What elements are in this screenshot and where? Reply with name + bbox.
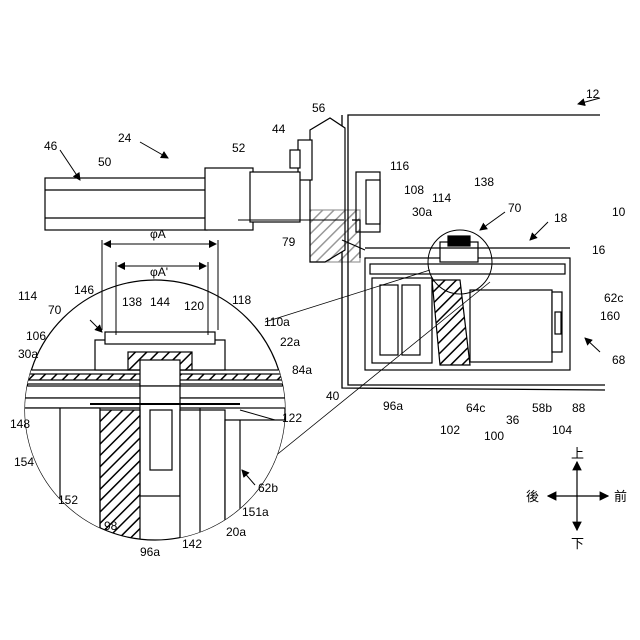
label-30a-detail: 30a — [18, 347, 38, 361]
label-18: 18 — [554, 211, 568, 225]
label-70-detail: 70 — [48, 303, 62, 317]
label-phiA: φA — [150, 227, 166, 241]
label-64c: 64c — [466, 401, 485, 415]
label-58b: 58b — [532, 401, 552, 415]
label-110a: 110a — [264, 315, 290, 329]
label-40: 40 — [326, 389, 340, 403]
label-96a-right: 96a — [383, 399, 403, 413]
label-98: 98 — [104, 519, 118, 533]
direction-indicator — [548, 462, 608, 530]
label-68: 68 — [612, 353, 626, 367]
label-84a: 84a — [292, 363, 312, 377]
label-56: 56 — [312, 101, 326, 115]
label-62b: 62b — [258, 481, 278, 495]
direction-down: 下 — [571, 537, 584, 552]
label-152: 152 — [58, 493, 78, 507]
label-138-detail: 138 — [122, 295, 142, 309]
label-120: 120 — [184, 299, 204, 313]
label-46: 46 — [44, 139, 58, 153]
label-118: 118 — [232, 293, 251, 307]
label-50: 50 — [98, 155, 112, 169]
direction-back: 後 — [526, 490, 539, 505]
label-154: 154 — [14, 455, 34, 469]
label-30a-top: 30a — [412, 205, 432, 219]
label-160: 160 — [600, 309, 620, 323]
label-62c: 62c — [604, 291, 623, 305]
label-142: 142 — [182, 537, 202, 551]
label-148: 148 — [10, 417, 30, 431]
frame-40 — [310, 210, 365, 262]
label-116: 116 — [390, 159, 409, 173]
label-20a: 20a — [226, 525, 246, 539]
label-phiA-prime: φA' — [150, 265, 168, 279]
label-88: 88 — [572, 401, 586, 415]
label-144: 144 — [150, 295, 170, 309]
label-102: 102 — [440, 423, 460, 437]
label-138-top: 138 — [474, 175, 494, 189]
label-114-top: 114 — [432, 191, 451, 205]
label-24: 24 — [118, 131, 132, 145]
label-79: 79 — [282, 235, 296, 249]
direction-up: 上 — [571, 447, 584, 462]
label-70-top: 70 — [508, 201, 522, 215]
label-122: 122 — [282, 411, 302, 425]
label-100: 100 — [484, 429, 504, 443]
direction-front: 前 — [614, 489, 627, 505]
unit-18 — [352, 220, 570, 370]
label-36: 36 — [506, 413, 520, 427]
label-52: 52 — [232, 141, 246, 155]
label-10: 10 — [612, 205, 626, 219]
label-146: 146 — [74, 283, 94, 297]
label-108: 108 — [404, 183, 424, 197]
label-44: 44 — [272, 122, 286, 136]
label-104: 104 — [552, 423, 572, 437]
label-12: 12 — [586, 87, 600, 101]
label-151a: 151a — [242, 505, 269, 519]
label-106: 106 — [26, 329, 46, 343]
label-22a: 22a — [280, 335, 300, 349]
label-114-detail: 114 — [18, 289, 37, 303]
label-16: 16 — [592, 243, 606, 257]
label-96a-detail: 96a — [140, 545, 160, 559]
shaft-assembly-24 — [45, 168, 300, 230]
